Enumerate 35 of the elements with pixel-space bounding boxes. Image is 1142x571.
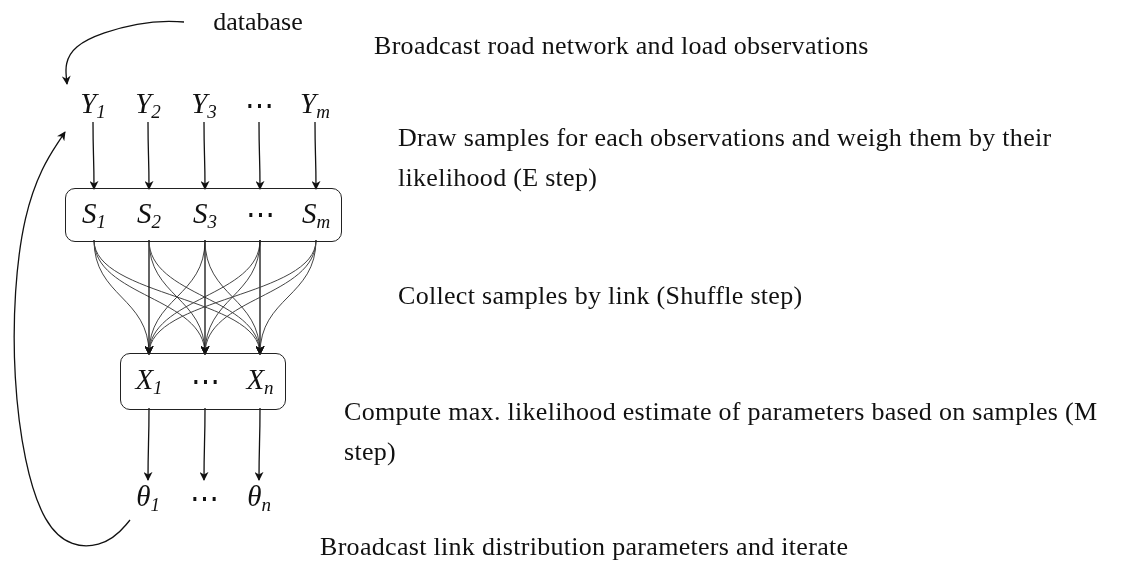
arrow: [13, 131, 131, 547]
math-symbol: θ$_{1}$: [136, 482, 160, 514]
arrow: [89, 121, 99, 190]
group-box: [120, 353, 286, 410]
math-symbol: Y$_{2}$: [135, 89, 161, 121]
arrow: [144, 121, 154, 190]
source-label: database: [213, 7, 303, 37]
arrow: [256, 239, 317, 355]
step-description: Broadcast link distribution parameters and iterate: [320, 531, 850, 563]
math-symbol: Y$_{m}$: [300, 89, 330, 121]
arrow: [61, 20, 185, 85]
step-description: Broadcast road network and load observations: [374, 30, 870, 62]
step-description: Draw samples for each observations and weigh them by their likelihood (E step): [398, 122, 1053, 194]
arrow: [311, 121, 321, 190]
arrow: [143, 407, 153, 481]
arrow: [199, 407, 209, 481]
math-symbol: ⋯: [189, 483, 219, 513]
arrow: [255, 121, 265, 190]
math-symbol: S$_{m}$: [301, 198, 331, 231]
arrow: [254, 407, 264, 481]
math-symbol: θ$_{n}$: [247, 482, 271, 514]
arrow: [200, 121, 210, 190]
math-symbol: S$_{2}$: [137, 198, 161, 231]
step-description: Compute max. likelihood estimate of parameters based on samples (M step): [344, 396, 1099, 468]
math-symbol: Y$_{1}$: [80, 89, 106, 121]
math-symbol: ⋯: [244, 90, 274, 120]
math-symbol: ⋯: [190, 366, 220, 396]
math-symbol: X$_{n}$: [246, 365, 274, 397]
group-box: [65, 188, 342, 242]
math-symbol: X$_{1}$: [135, 365, 163, 397]
math-symbol: S$_{1}$: [82, 198, 106, 231]
step-description: Collect samples by link (Shuffle step): [398, 280, 804, 312]
math-symbol: ⋯: [245, 200, 275, 229]
math-symbol: Y$_{3}$: [191, 89, 217, 121]
math-symbol: S$_{3}$: [193, 198, 217, 231]
